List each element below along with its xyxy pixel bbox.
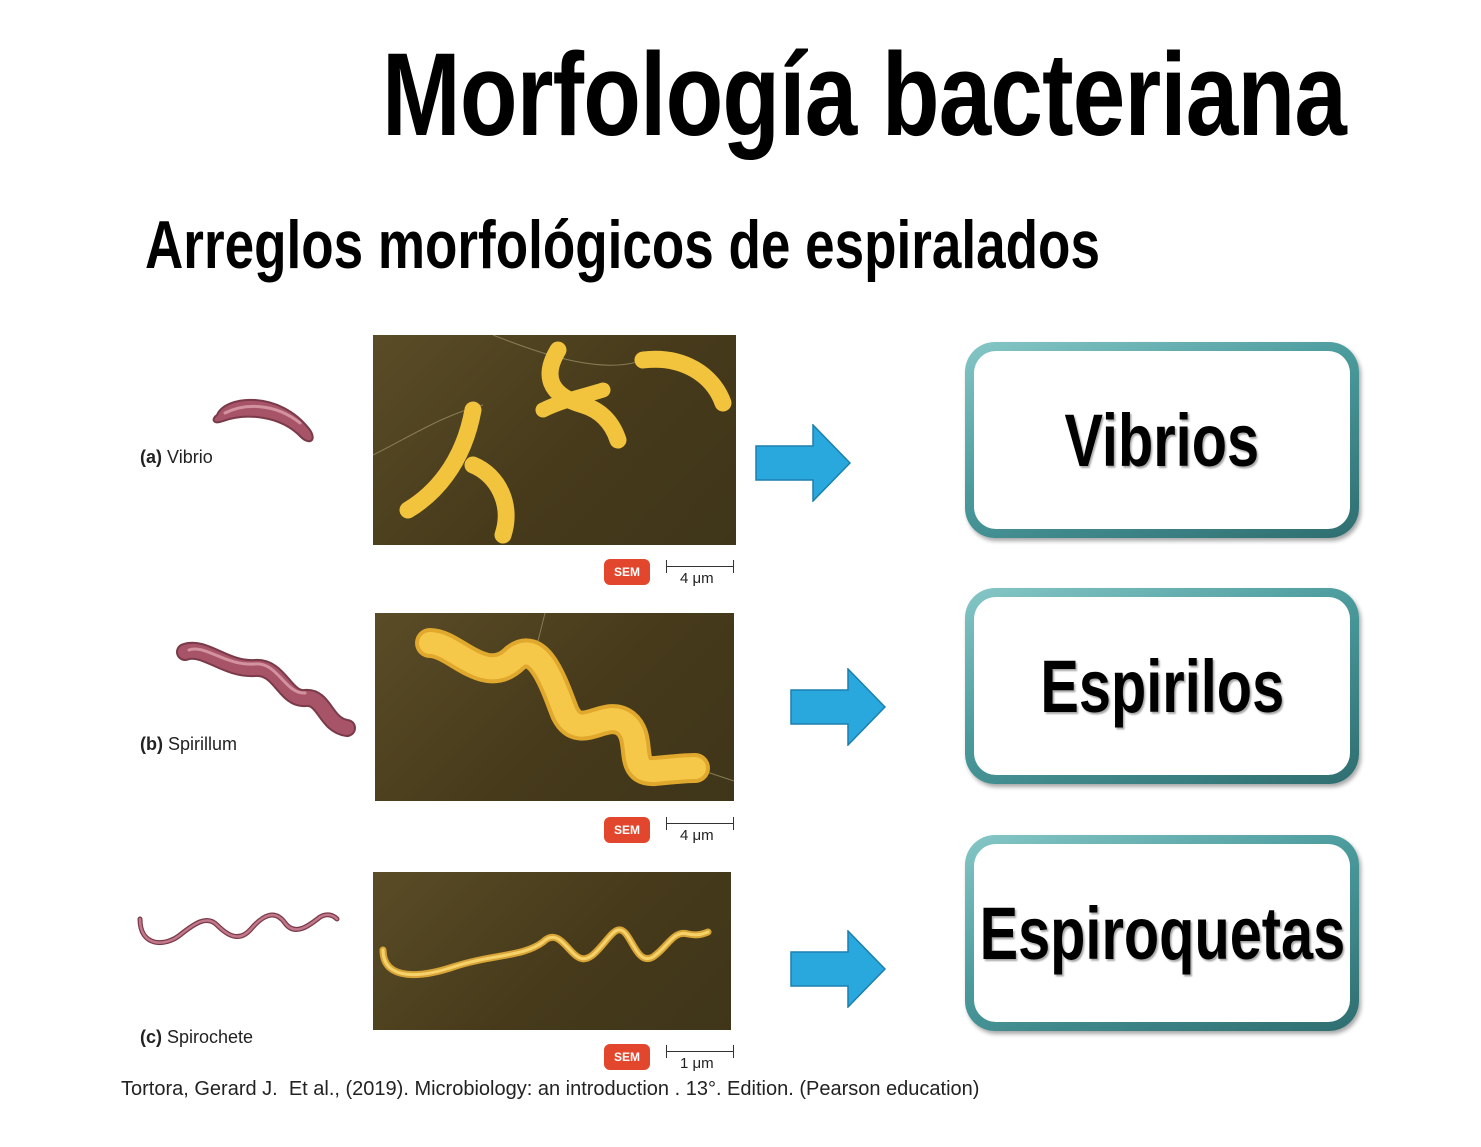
label-vibrio: (a) Vibrio — [140, 447, 213, 467]
card-vibrios: Vibrios — [965, 342, 1359, 538]
micrograph-spirochete — [373, 872, 731, 1030]
sem-badge-b: SEM — [604, 817, 650, 843]
vibrio-sketch-illustration — [212, 398, 314, 443]
spirillum-sketch-illustration — [176, 641, 356, 737]
sem-badge-c: SEM — [604, 1044, 650, 1070]
arrow-right-icon — [790, 930, 886, 1008]
micrograph-vibrio — [373, 335, 736, 545]
arrow-right-icon — [755, 424, 851, 502]
card-espiroquetas: Espiroquetas — [965, 835, 1359, 1031]
citation: Tortora, Gerard J. Et al., (2019). Micro… — [121, 1078, 980, 1100]
slide-title: Morfología bacteriana — [382, 29, 1347, 161]
label-spirillum: (b) Spirillum — [140, 734, 238, 754]
arrow-right-icon — [790, 668, 886, 746]
label-spirochete: (c) Spirochete — [140, 1027, 254, 1047]
card-espirilos: Espirilos — [965, 588, 1359, 784]
sem-badge-a: SEM — [604, 559, 650, 585]
micrograph-spirillum — [375, 613, 734, 801]
slide-subtitle: Arreglos morfológicos de espiralados — [145, 207, 1100, 283]
spirochete-sketch-illustration — [137, 912, 340, 945]
scale-bar-c: 1 μm — [666, 1043, 736, 1073]
scale-bar-a: 4 μm — [666, 558, 736, 588]
scale-bar-b: 4 μm — [666, 815, 736, 845]
